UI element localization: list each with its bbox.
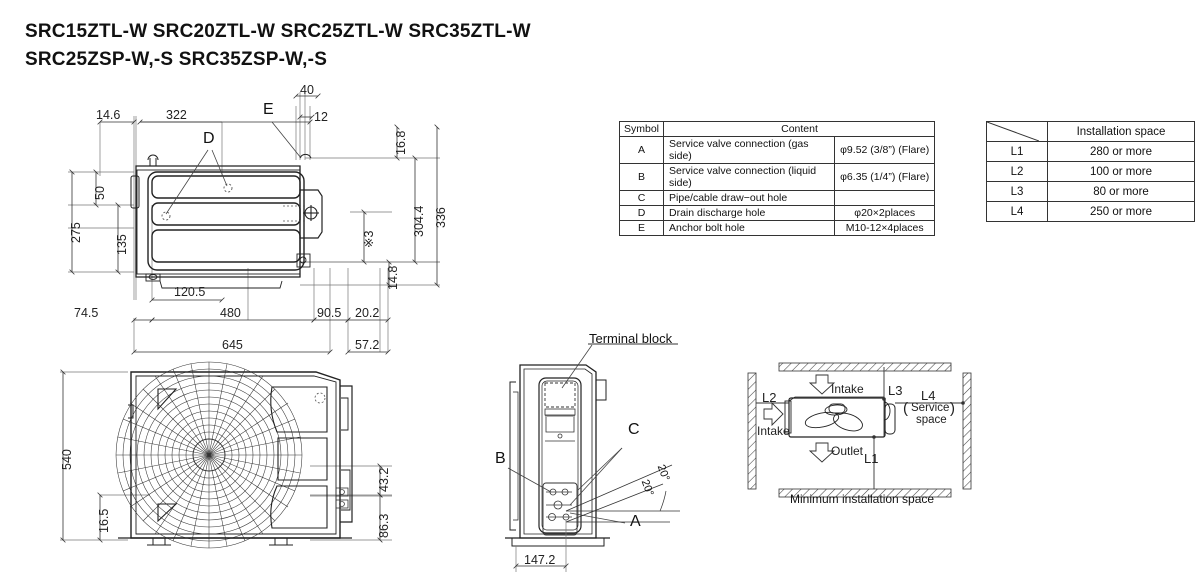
table-row: A Service valve connection (gas side) φ9… — [618, 136, 935, 164]
table-row: L1 280 or more — [986, 141, 1195, 162]
content-cell: Pipe/cable draw−out hole — [663, 190, 836, 206]
dim-90-5: 90.5 — [317, 306, 342, 320]
terminal-block-label: Terminal block — [589, 331, 673, 346]
table-header-row: Symbol Content — [618, 121, 935, 137]
value-cell — [834, 190, 935, 206]
page-title-line-2: SRC25ZSP-W,-S SRC35ZSP-W,-S — [25, 49, 328, 70]
value-cell: M10-12×4places — [834, 220, 935, 236]
dim-50: 50 — [93, 186, 107, 200]
value-cell: φ20×2places — [834, 205, 935, 221]
dim-86-3: 86.3 — [377, 513, 391, 538]
symbol-table-header-symbol: Symbol — [618, 121, 665, 137]
dim-304-4: 304.4 — [412, 205, 426, 237]
label-intake-left: Intake — [757, 424, 790, 438]
content-cell: Service valve connection (liquid side) — [663, 163, 836, 191]
callout-e: E — [263, 101, 274, 118]
space-key-cell: L2 — [986, 161, 1048, 182]
space-value-cell: 280 or more — [1047, 141, 1195, 162]
table-row: C Pipe/cable draw−out hole — [618, 190, 935, 206]
label-outlet: Outlet — [831, 444, 864, 458]
page-title-line-1: SRC15ZTL-W SRC20ZTL-W SRC25ZTL-W SRC35ZT… — [25, 21, 531, 42]
side-view-geometry — [505, 343, 680, 572]
dim-120-5: 120.5 — [174, 285, 206, 299]
paren-close: ) — [950, 400, 955, 417]
value-cell: φ6.35 (1/4”) (Flare) — [834, 163, 935, 191]
symbol-cell: A — [618, 136, 665, 164]
table-row: L4 250 or more — [986, 201, 1195, 222]
table-row: D Drain discharge hole φ20×2places — [618, 205, 935, 221]
space-key-cell: L3 — [986, 181, 1048, 202]
table-row: L2 100 or more — [986, 161, 1195, 182]
front-view-geometry — [60, 361, 392, 549]
callout-c: C — [628, 421, 640, 438]
content-cell: Service valve connection (gas side) — [663, 136, 836, 164]
installation-diagram-caption: Minimum installation space — [790, 492, 935, 506]
dim-12: 12 — [314, 110, 328, 124]
symbol-cell: B — [618, 163, 665, 191]
dim-14-8: 14.8 — [386, 265, 400, 290]
dim-322: 322 — [166, 108, 187, 122]
paren-open: ( — [903, 400, 908, 417]
label-l2: L2 — [762, 390, 777, 405]
content-cell: Anchor bolt hole — [663, 220, 836, 236]
label-l1: L1 — [864, 451, 879, 466]
top-view-geometry — [68, 92, 440, 355]
table-row: B Service valve connection (liquid side)… — [618, 163, 935, 191]
callout-a: A — [630, 513, 641, 530]
label-service-space-1: Service — [911, 402, 950, 414]
dim-40: 40 — [300, 83, 314, 97]
label-intake-top: Intake — [831, 382, 864, 396]
content-cell: Drain discharge hole — [663, 205, 836, 221]
note-star-3: ※3 — [362, 230, 376, 248]
space-key-cell: L1 — [986, 141, 1048, 162]
space-value-cell: 100 or more — [1047, 161, 1195, 182]
installation-space-geometry — [747, 362, 972, 498]
dim-480: 480 — [220, 306, 241, 320]
symbol-cell: C — [618, 190, 665, 206]
dim-135: 135 — [115, 234, 129, 255]
value-cell: φ9.52 (3/8”) (Flare) — [834, 136, 935, 164]
dim-57-2: 57.2 — [355, 338, 380, 352]
installation-space-header: Installation space — [1047, 121, 1195, 142]
dim-14-6: 14.6 — [96, 108, 121, 122]
symbol-table: Symbol Content A Service valve connectio… — [618, 121, 935, 236]
label-l4: L4 — [921, 388, 936, 403]
dim-20-2: 20.2 — [355, 306, 380, 320]
label-l3: L3 — [888, 383, 903, 398]
installation-space-table: Installation space L1 280 or more L2 100… — [986, 121, 1195, 222]
dim-336: 336 — [434, 207, 448, 228]
callout-d: D — [203, 130, 215, 147]
symbol-table-header-content: Content — [663, 121, 935, 137]
table-row: L3 80 or more — [986, 181, 1195, 202]
diagonal-slash-icon — [987, 122, 1039, 141]
table-header-row: Installation space — [986, 121, 1195, 142]
dim-16-8: 16.8 — [394, 130, 408, 155]
space-value-cell: 250 or more — [1047, 201, 1195, 222]
dim-147-2: 147.2 — [524, 553, 556, 567]
dim-43-2: 43.2 — [377, 467, 391, 492]
symbol-cell: E — [618, 220, 665, 236]
diagonal-header-cell — [986, 121, 1048, 142]
label-service-space-2: space — [916, 414, 947, 426]
dim-540: 540 — [60, 449, 74, 470]
symbol-cell: D — [618, 205, 665, 221]
callout-b: B — [495, 450, 506, 467]
dim-74-5: 74.5 — [74, 306, 99, 320]
table-row: E Anchor bolt hole M10-12×4places — [618, 220, 935, 236]
space-value-cell: 80 or more — [1047, 181, 1195, 202]
dim-275: 275 — [69, 222, 83, 243]
dim-16-5: 16.5 — [97, 508, 111, 533]
dim-645: 645 — [222, 338, 243, 352]
space-key-cell: L4 — [986, 201, 1048, 222]
